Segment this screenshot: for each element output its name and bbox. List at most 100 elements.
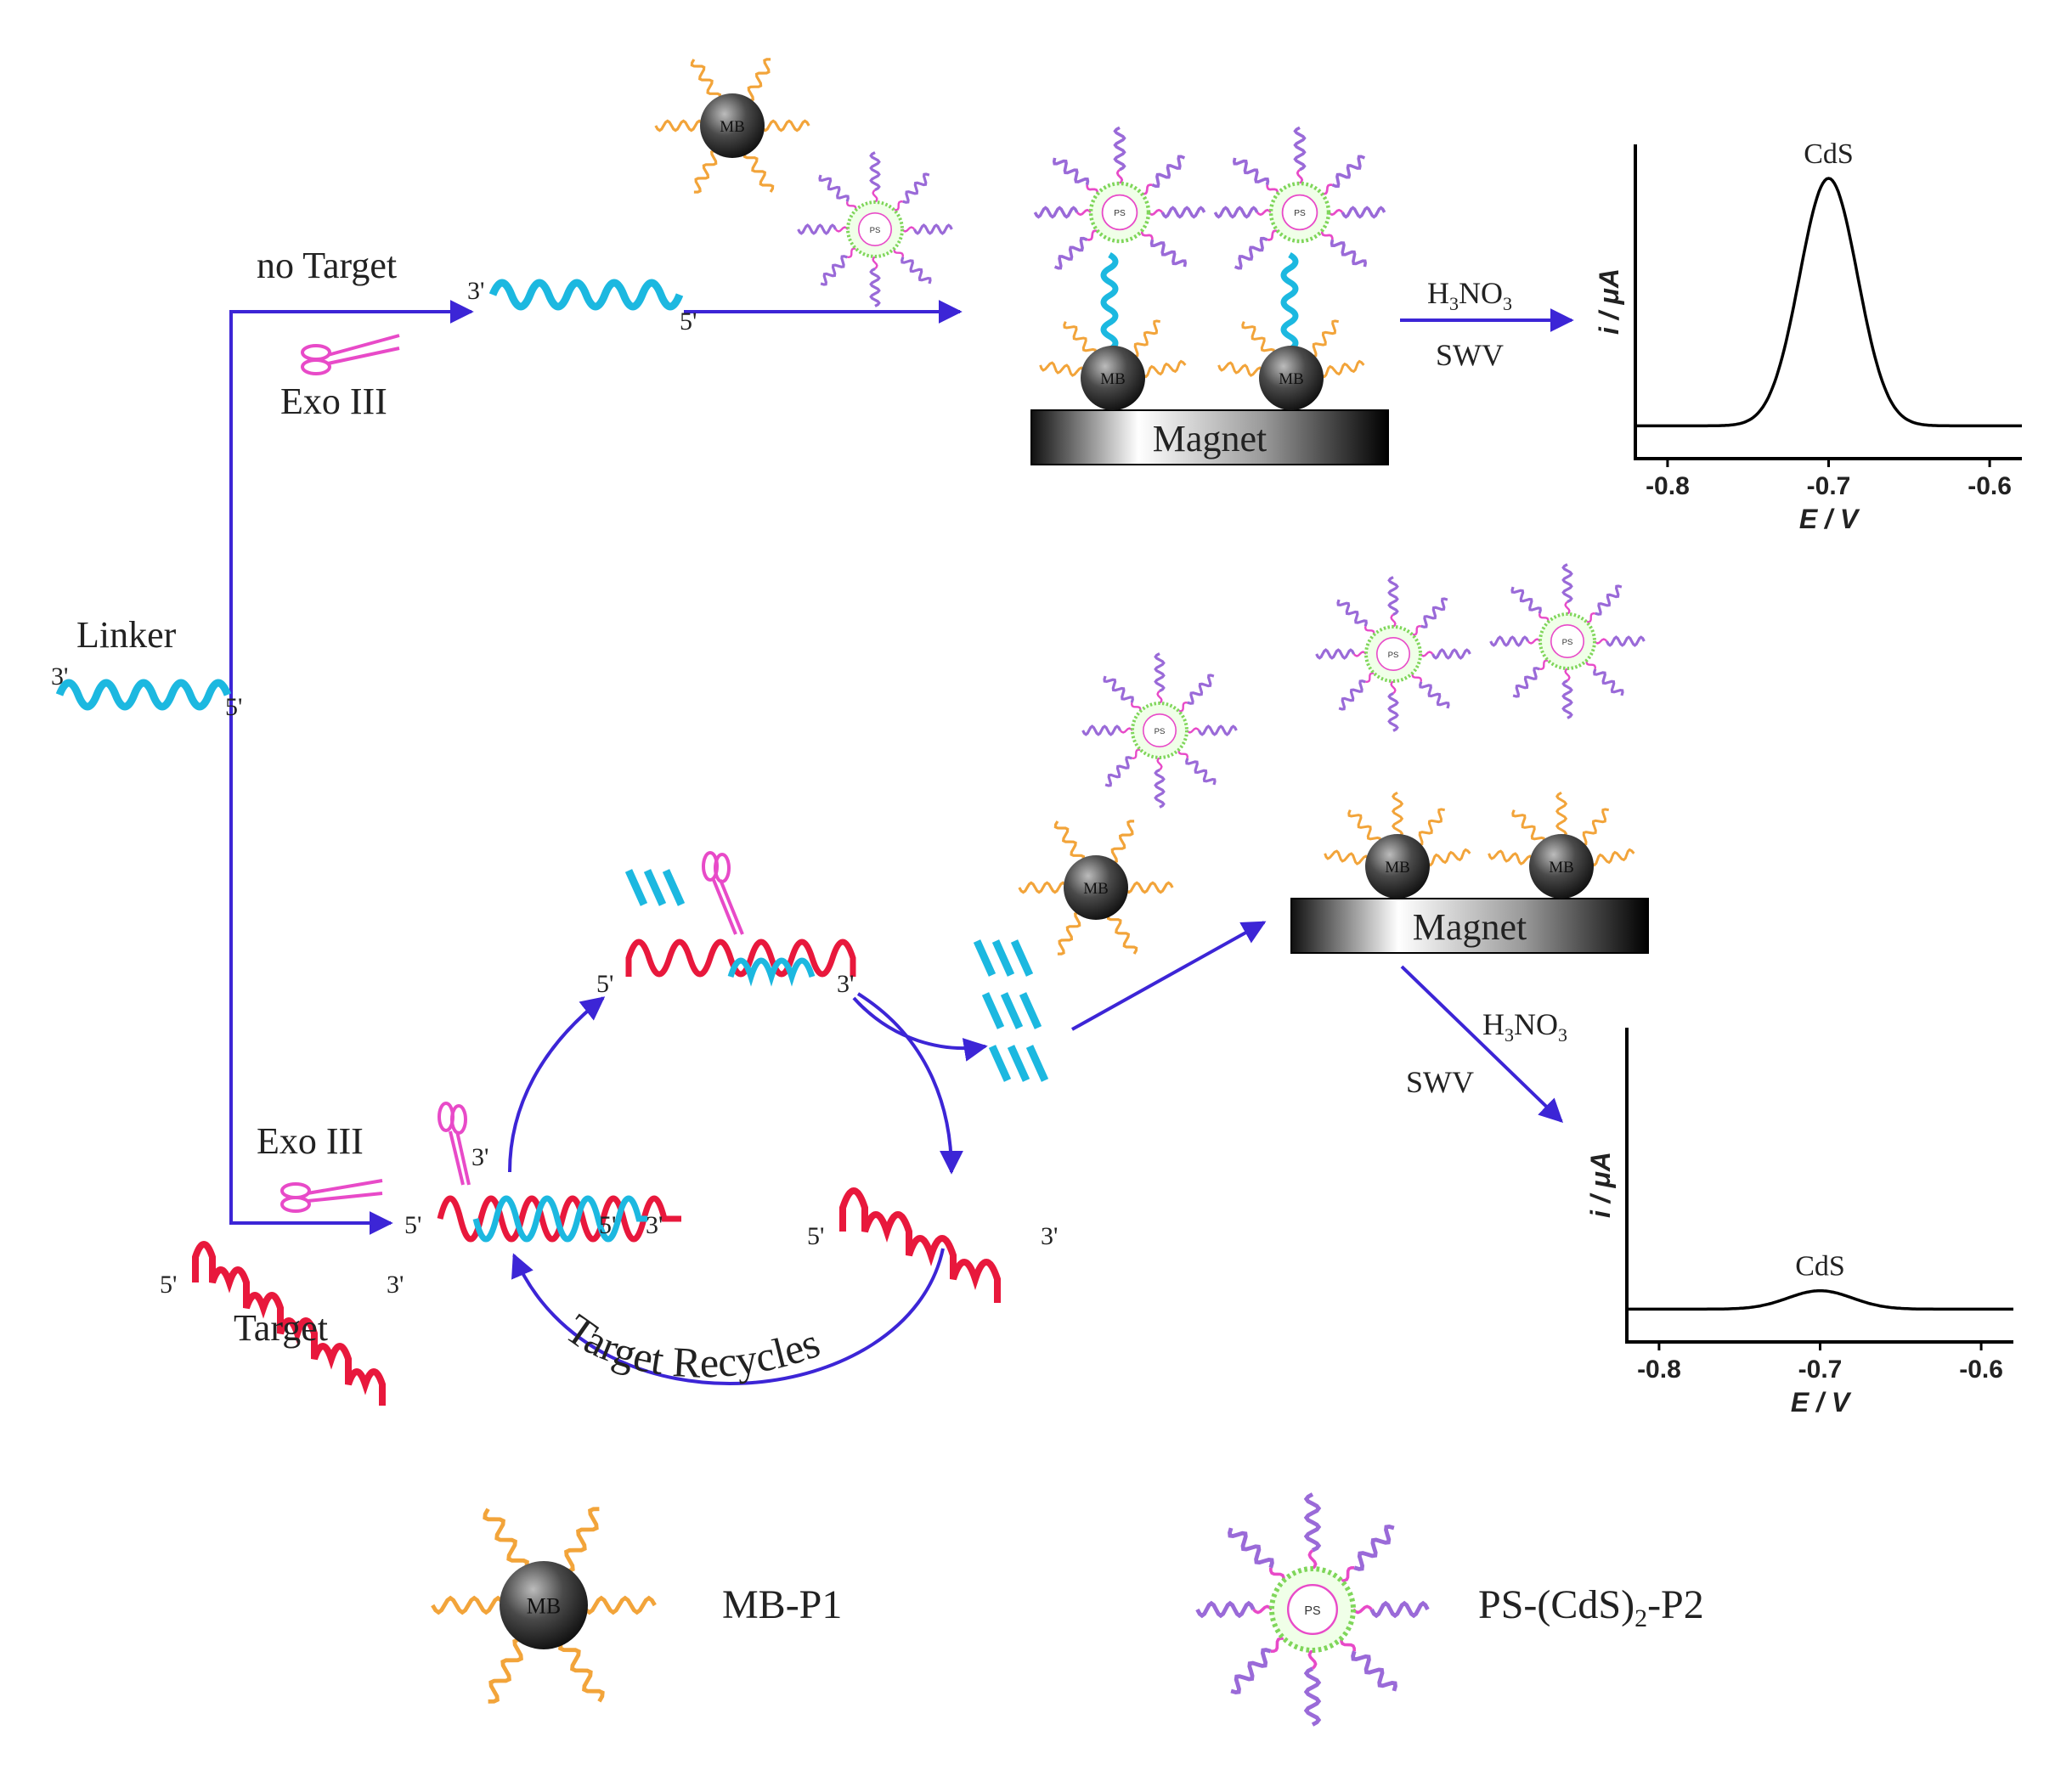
probe-strand (1561, 563, 1573, 604)
polystyrene-sphere: PS (797, 151, 953, 307)
probe-strand (690, 59, 722, 102)
ps-core (857, 212, 892, 247)
magnetic-bead: MB (1039, 319, 1187, 410)
probe-strand (1330, 239, 1368, 268)
probe-strand (797, 223, 838, 235)
probe-strand (1303, 1492, 1322, 1553)
bead-label: MB (1100, 370, 1126, 388)
bead-label: MB (1083, 880, 1109, 898)
probe-strand (431, 1595, 506, 1615)
polystyrene-sphere: PS (1081, 652, 1238, 809)
probe-strand (1387, 691, 1399, 732)
strand-end-3: 3' (837, 970, 854, 998)
arrow-cycle-down (856, 992, 963, 1175)
swv-chart-high: CdS-0.8-0.7-0.6E / Vi / μA (1594, 138, 2022, 534)
exo-label: Exo III (280, 380, 387, 422)
probe-strand (1033, 206, 1079, 219)
probe-strand (869, 151, 881, 192)
bead-label: MB (527, 1593, 561, 1618)
swv-curve (1635, 177, 2022, 428)
probe-strand (1595, 584, 1623, 616)
probe-strand (1140, 359, 1187, 379)
x-tick-label: -0.6 (1968, 472, 2012, 500)
probe-strand (1369, 1600, 1430, 1619)
arrow-release-fragments (852, 996, 988, 1062)
probe-strand (1303, 1666, 1322, 1727)
probe-strand (654, 119, 705, 132)
bead-core (1064, 855, 1128, 920)
probe-strand (1324, 849, 1370, 865)
labels: no Target Exo III Linker Exo III Target … (51, 245, 1704, 1632)
mb-legend-bead: MB (431, 1507, 657, 1704)
probe-strand (1425, 848, 1471, 867)
probe-strand (1488, 849, 1534, 865)
ps-core (1550, 623, 1585, 658)
scissors-icon (280, 1179, 383, 1213)
probe-strand (1489, 635, 1530, 647)
released-target (839, 1187, 1001, 1303)
probe-strand (1106, 911, 1138, 955)
linker-strand-top (488, 279, 684, 311)
probe-strand (1154, 768, 1166, 809)
strand-end-5: 5' (225, 693, 242, 721)
probe-strand (1053, 820, 1086, 864)
ps-core (1376, 636, 1411, 671)
ps-core (1101, 194, 1138, 231)
mb-legend-label: MB-P1 (722, 1582, 842, 1627)
swv-label: SWV (1436, 338, 1504, 372)
acid-label: H3NO3 (1482, 1007, 1567, 1046)
probe-strand (1593, 668, 1624, 696)
ps-core (1281, 194, 1318, 231)
bead-label: MB (1385, 859, 1410, 877)
target-strand (192, 1241, 386, 1406)
swv-curve (1627, 1288, 2013, 1311)
target-label: Target (234, 1307, 328, 1349)
probe-strand (1309, 319, 1339, 358)
probe-strand (1420, 597, 1448, 629)
probe-strand (1419, 681, 1450, 709)
probe-strand (1347, 809, 1382, 845)
linker-fragments (624, 869, 1049, 1082)
magnetic-bead: MB (1324, 792, 1471, 899)
magnetic-bead: MB (1488, 792, 1635, 899)
probe-strand (901, 256, 932, 285)
probe-strand (1589, 848, 1635, 867)
no-target-label: no Target (257, 245, 397, 286)
probe-strand (581, 1595, 657, 1615)
probe-strand (1103, 675, 1134, 703)
ps-label: PS (1114, 209, 1126, 218)
probe-strand (1415, 808, 1445, 847)
probe-strand (1387, 576, 1399, 617)
bead-label: MB (1549, 859, 1574, 877)
probe-strand (818, 174, 850, 202)
ps-label: PS (1388, 651, 1399, 660)
arrow-acid-bottom (1400, 965, 1564, 1123)
probe-strand (1197, 724, 1238, 736)
ps-legend-label: PS-(CdS)2-P2 (1478, 1582, 1704, 1632)
probe-strand (1341, 206, 1386, 219)
polystyrene-sphere: PS (1213, 126, 1386, 270)
probe-strand (1160, 206, 1206, 219)
x-tick-label: -0.8 (1637, 1356, 1681, 1384)
probe-strand (1351, 1650, 1397, 1692)
probe-strand (1131, 319, 1160, 358)
ps-core (1143, 713, 1177, 747)
probe-strand (1110, 820, 1135, 864)
probe-strand (1232, 157, 1270, 186)
probe-strand (563, 1507, 600, 1573)
chart-axes (1625, 1028, 2013, 1344)
magnetic-bead: MB (654, 58, 810, 194)
strand-end-5: 5' (160, 1271, 177, 1299)
strand-end-3: 3' (467, 277, 484, 305)
probe-strand (820, 255, 848, 286)
probe-strand (869, 267, 881, 307)
target-recycles-label: Target Recycles (557, 1305, 826, 1387)
magnetic-bead: MB (1217, 319, 1365, 410)
bead-core (1365, 834, 1430, 899)
probe-strand (1081, 724, 1122, 736)
probe-strand (1431, 648, 1471, 660)
probe-strand (1336, 599, 1368, 627)
probe-strand (1331, 155, 1366, 189)
x-tick-label: -0.8 (1646, 472, 1690, 500)
strand-end-5: 5' (596, 970, 613, 998)
